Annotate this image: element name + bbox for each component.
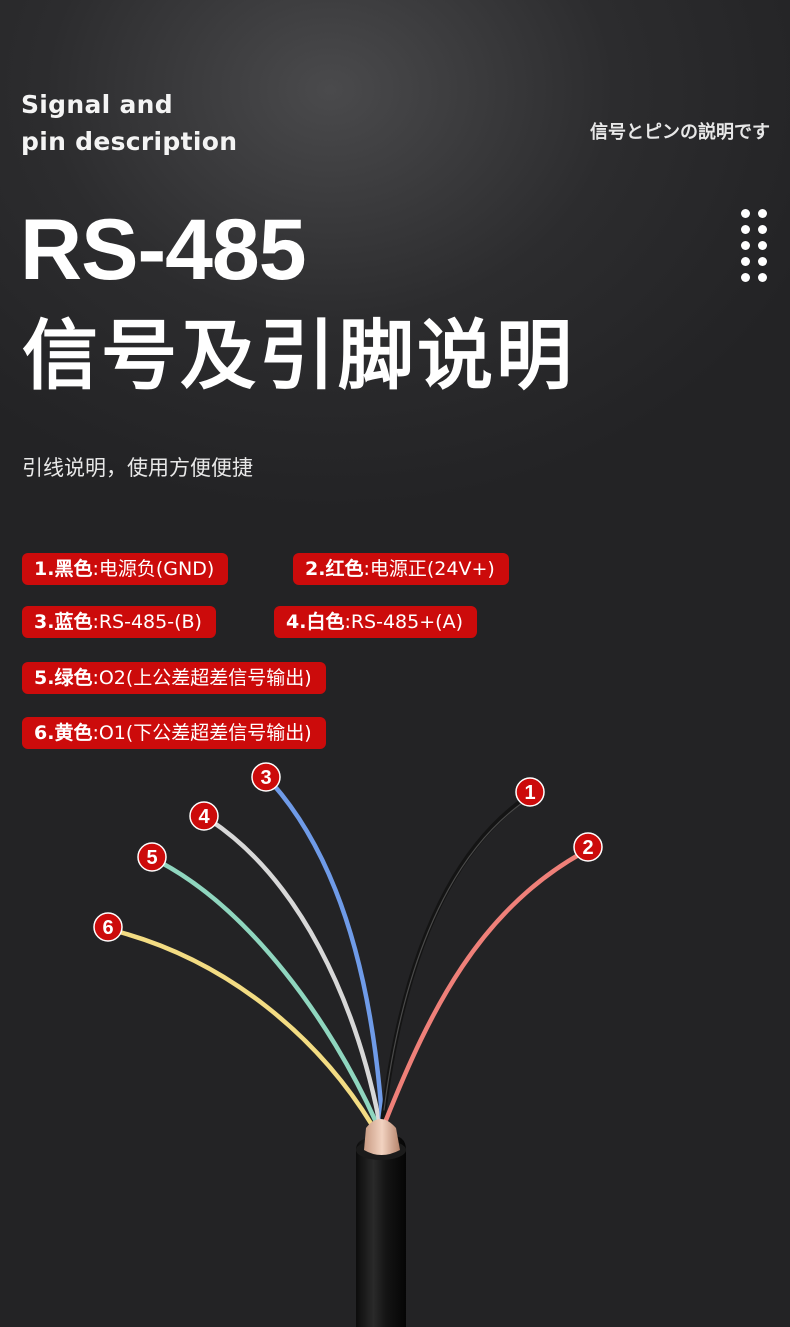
description-text: 引线说明，使用方便便捷 — [22, 456, 253, 480]
wire-red — [383, 850, 585, 1123]
badge-5: 5 — [137, 842, 167, 872]
page-title: RS-485 — [20, 202, 307, 298]
pin-label-1-name: 1.黑色 — [34, 558, 93, 580]
badge-2-label: 2 — [582, 837, 593, 859]
subtitle-english-line2: pin description — [21, 127, 238, 156]
badge-4: 4 — [189, 801, 219, 831]
subtitle-japanese: 信号とピンの説明です — [590, 122, 770, 143]
pin-label-3: 3.蓝色:RS-485-(B) — [22, 606, 216, 638]
pin-label-4-value: :RS-485+(A) — [344, 611, 463, 633]
subtitle-english: Signal and pin description — [21, 86, 237, 160]
wire-core — [364, 1119, 400, 1155]
pin-label-6-name: 6.黄色 — [34, 722, 93, 744]
pin-label-6: 6.黄色:O1(下公差超差信号输出) — [22, 717, 326, 749]
pin-label-5: 5.绿色:O2(上公差超差信号输出) — [22, 662, 326, 694]
wire-blue — [269, 780, 385, 1121]
badge-5-label: 5 — [146, 847, 157, 869]
pin-label-1: 1.黑色:电源负(GND) — [22, 553, 229, 585]
wire-black — [380, 797, 526, 1121]
badge-1-label: 1 — [524, 782, 535, 804]
cable-jacket — [356, 1136, 406, 1327]
badge-3-label: 3 — [260, 767, 271, 789]
pin-label-4-name: 4.白色 — [286, 611, 345, 633]
pin-label-5-name: 5.绿色 — [34, 667, 93, 689]
wire-green — [157, 859, 379, 1125]
pin-label-2-value: :电源正(24V+) — [363, 558, 495, 580]
pin-label-1-value: :电源负(GND) — [92, 558, 215, 580]
pin-label-2: 2.红色:电源正(24V+) — [293, 553, 509, 585]
badge-6: 6 — [93, 912, 123, 942]
badge-6-label: 6 — [102, 917, 113, 939]
wire-black-highlight — [383, 802, 523, 1111]
subtitle-english-line1: Signal and — [21, 90, 173, 119]
decorative-dots — [741, 209, 771, 297]
badge-1: 1 — [515, 777, 545, 807]
badge-3: 3 — [251, 762, 281, 792]
pin-label-4: 4.白色:RS-485+(A) — [274, 606, 477, 638]
wire-white — [207, 817, 382, 1123]
pin-label-6-value: :O1(下公差超差信号输出) — [92, 722, 312, 744]
pin-label-3-value: :RS-485-(B) — [92, 611, 202, 633]
pin-label-3-name: 3.蓝色 — [34, 611, 93, 633]
page-title-chinese: 信号及引脚说明 — [22, 311, 575, 400]
pin-label-2-name: 2.红色 — [305, 558, 364, 580]
pin-label-5-value: :O2(上公差超差信号输出) — [92, 667, 312, 689]
badge-2: 2 — [573, 832, 603, 862]
wire-yellow — [109, 927, 375, 1128]
badge-4-label: 4 — [198, 806, 210, 828]
